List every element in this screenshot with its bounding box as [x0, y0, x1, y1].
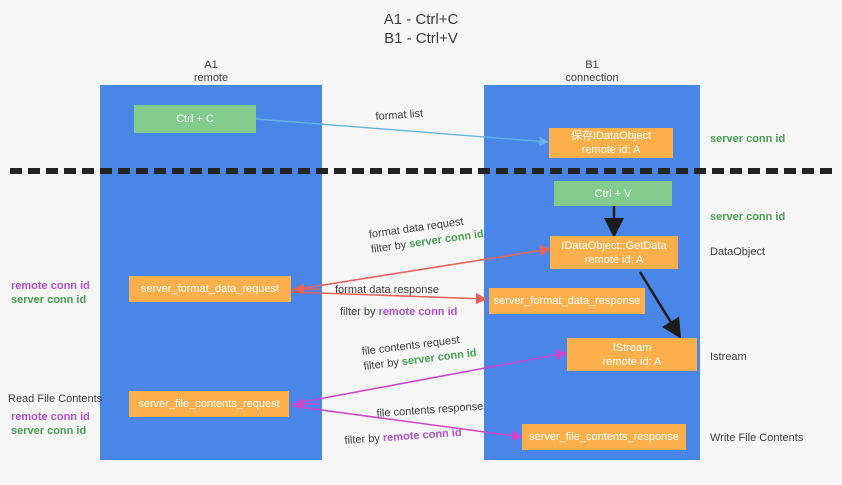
edge-label-file-contents-response-filter: filter by remote conn id: [344, 426, 462, 449]
node-idataobject-label: 保存IDataObject: [570, 130, 652, 142]
lane-header-a1: A1 remote: [131, 59, 291, 85]
node-idataobject[interactable]: 保存IDataObject remote id: A: [549, 128, 673, 158]
node-getdata-label: IDataObject::GetData: [561, 239, 667, 252]
filter-by-prefix-4: filter by: [344, 432, 384, 447]
lane-header-b1-name: B1: [585, 59, 599, 71]
edge-label-format-data-response-filter: filter by remote conn id: [340, 305, 457, 320]
node-server-file-contents-response[interactable]: server_file_contents_response: [522, 424, 686, 450]
filter-by-value-4: remote conn id: [382, 426, 462, 445]
node-ctrl-c-label: Ctrl + C: [176, 113, 214, 125]
lane-header-b1-sub: connection: [565, 72, 619, 84]
diagram-title: A1 - Ctrl+C B1 - Ctrl+V: [0, 10, 842, 48]
annotation-server-conn-id-top: server conn id: [710, 133, 786, 145]
node-idataobject-sub: remote id: A: [581, 144, 641, 156]
node-server-format-data-request-label: server_format_data_request: [140, 283, 280, 295]
filter-by-value-2: remote conn id: [378, 306, 458, 318]
lane-header-a1-name: A1: [204, 59, 218, 71]
edge-label-file-contents-response: file contents response: [376, 400, 484, 422]
node-ctrl-v[interactable]: Ctrl + V: [554, 181, 672, 206]
node-istream-label: IStream: [612, 341, 652, 354]
annotation-dataobject: DataObject: [710, 246, 766, 258]
node-ctrl-c[interactable]: Ctrl + C: [134, 105, 256, 133]
edge-label-format-list-text: format list: [375, 107, 424, 123]
phase-divider: [10, 168, 832, 174]
edge-label-format-data-response: format data response: [335, 283, 439, 298]
annotation-server-conn-id-2: server conn id: [11, 425, 87, 437]
annotation-write-file-contents: Write File Contents: [710, 432, 804, 444]
title-line-2: B1 - Ctrl+V: [384, 30, 458, 47]
edge-label-file-contents-response-line1: file contents response: [376, 400, 484, 420]
title-line-1: A1 - Ctrl+C: [383, 11, 459, 28]
node-server-format-data-response[interactable]: server_format_data_response: [489, 288, 645, 314]
annotation-remote-conn-id-1: remote conn id: [11, 280, 90, 292]
filter-by-prefix-2: filter by: [340, 306, 379, 318]
filter-by-prefix: filter by: [370, 238, 411, 256]
edge-label-file-contents-request: file contents request filter by server c…: [361, 331, 478, 375]
node-istream[interactable]: IStream remote id: A: [567, 338, 697, 371]
node-server-format-data-response-label: server_format_data_response: [493, 295, 641, 307]
node-istream-sub: remote id: A: [602, 355, 662, 368]
annotation-istream: Istream: [710, 351, 747, 363]
annotation-server-conn-id-1: server conn id: [11, 294, 87, 306]
filter-by-prefix-3: filter by: [362, 356, 403, 373]
lane-header-b1: B1 connection: [512, 59, 672, 85]
node-getdata[interactable]: IDataObject::GetData remote id: A: [550, 236, 678, 269]
edge-label-format-data-response-line1: format data response: [335, 284, 439, 296]
edge-label-format-data-request: format data request filter by server con…: [368, 212, 485, 258]
annotation-server-conn-id-mid: server conn id: [710, 211, 786, 223]
node-server-file-contents-request-label: server_file_contents_request: [138, 398, 280, 410]
edge-label-format-list: format list: [375, 107, 424, 125]
annotation-read-file-contents: Read File Contents: [8, 393, 103, 405]
node-getdata-sub: remote id: A: [584, 253, 644, 266]
annotation-remote-conn-id-2: remote conn id: [11, 411, 90, 423]
node-server-format-data-request[interactable]: server_format_data_request: [129, 276, 291, 302]
node-ctrl-v-label: Ctrl + V: [594, 187, 632, 200]
node-server-file-contents-request[interactable]: server_file_contents_request: [129, 391, 289, 417]
node-server-file-contents-response-label: server_file_contents_response: [529, 431, 679, 443]
lane-header-a1-sub: remote: [193, 72, 229, 84]
